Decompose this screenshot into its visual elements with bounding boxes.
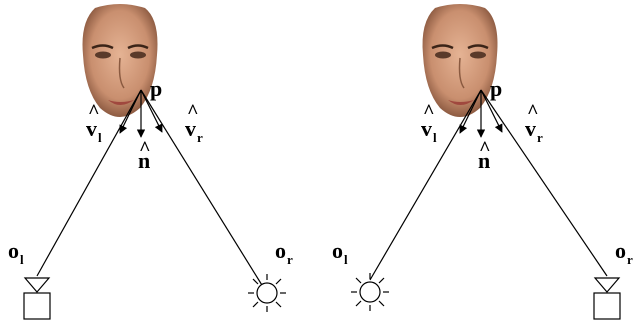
- origin-right-label: o: [615, 238, 626, 263]
- ray-left: [36, 89, 142, 277]
- origin-left-subscript: l: [20, 252, 24, 267]
- view-right-label: v: [525, 116, 536, 141]
- normal-label: n: [138, 148, 150, 173]
- camera-icon: [23, 277, 51, 320]
- ray-left: [369, 89, 482, 281]
- view-right-subscript: r: [197, 130, 203, 145]
- hat-symbol: ^: [423, 101, 435, 123]
- view-left-subscript: l: [98, 130, 102, 145]
- view-left-label: v: [86, 116, 97, 141]
- view-left-subscript: l: [433, 130, 437, 145]
- origin-right-label: o: [275, 238, 286, 263]
- origin-left-label: o: [8, 238, 19, 263]
- point-label: p: [490, 76, 502, 101]
- view-vector-left-arrow: [119, 89, 142, 134]
- hat-symbol: ^: [479, 138, 491, 160]
- point-label: p: [150, 76, 162, 101]
- ray-right: [480, 89, 608, 277]
- normal-label: n: [478, 148, 490, 173]
- light-source-icon: [351, 273, 389, 311]
- camera-icon: [593, 277, 621, 320]
- hat-symbol: ^: [187, 101, 199, 123]
- panel-right: p ^ v l ^ n ^ v r o l o r: [332, 4, 633, 320]
- light-source-icon: [248, 274, 286, 312]
- origin-right-subscript: r: [627, 252, 633, 267]
- hat-symbol: ^: [527, 101, 539, 123]
- origin-left-subscript: l: [344, 252, 348, 267]
- view-vector-right-arrow: [480, 89, 503, 133]
- face-image: [422, 4, 498, 117]
- view-right-subscript: r: [537, 130, 543, 145]
- view-left-label: v: [421, 116, 432, 141]
- origin-left-label: o: [332, 238, 343, 263]
- origin-right-subscript: r: [287, 252, 293, 267]
- hat-symbol: ^: [139, 138, 151, 160]
- view-right-label: v: [185, 116, 196, 141]
- view-vector-right-arrow: [140, 89, 163, 133]
- ray-right: [140, 89, 266, 291]
- hat-symbol: ^: [88, 101, 100, 123]
- panel-left: p ^ v l ^ n ^ v r o l o r: [8, 4, 293, 320]
- face-image: [82, 4, 158, 117]
- view-vector-left-arrow: [459, 89, 482, 134]
